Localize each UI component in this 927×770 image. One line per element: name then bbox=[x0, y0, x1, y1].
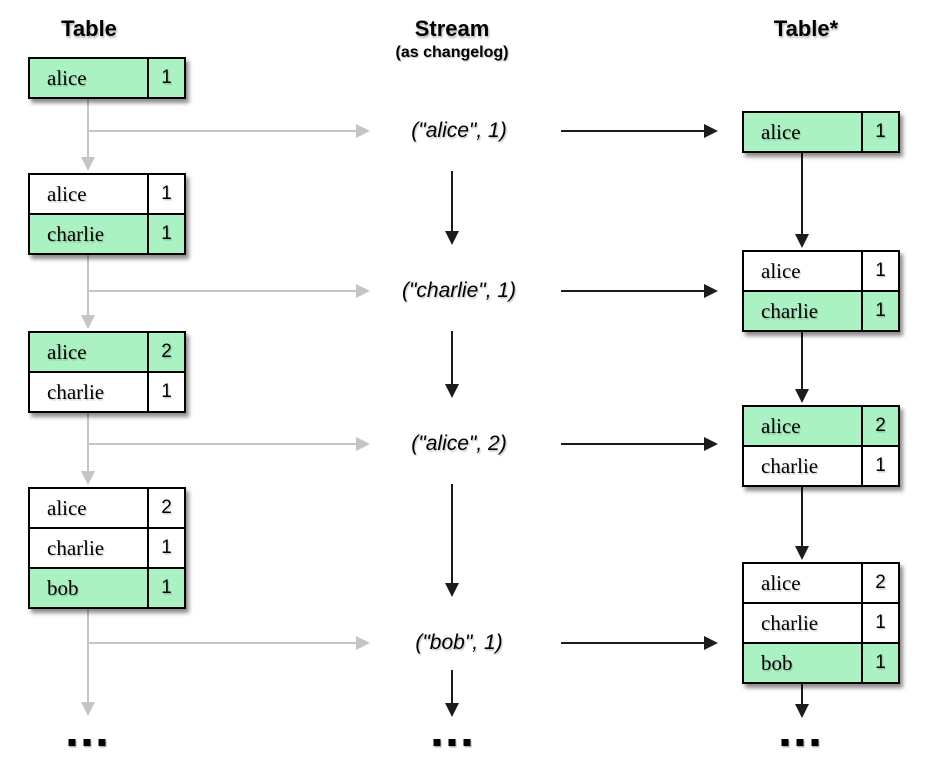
table-state-1: alice 1 bbox=[28, 57, 186, 99]
key-cell: bob bbox=[744, 644, 863, 682]
table-to-stream-arrow-head bbox=[356, 636, 370, 650]
table-to-stream-arrow-head bbox=[356, 437, 370, 451]
key-cell: charlie bbox=[744, 447, 863, 485]
table-row-highlighted: alice 1 bbox=[744, 113, 898, 151]
column-title-table: Table bbox=[61, 16, 117, 41]
table-state-4: alice 2 charlie 1 bob 1 bbox=[28, 487, 186, 609]
key-cell: charlie bbox=[744, 292, 863, 330]
ellipsis-dot bbox=[83, 739, 91, 746]
table-row-highlighted: alice 2 bbox=[744, 407, 898, 445]
table-row: alice 1 bbox=[744, 252, 898, 290]
column-title-table-star: Table* bbox=[773, 16, 839, 41]
stream-sequence-arrow-head bbox=[445, 384, 459, 398]
ellipsis-dot bbox=[98, 739, 106, 746]
ellipsis-dot bbox=[796, 739, 804, 746]
value-cell: 1 bbox=[161, 381, 172, 402]
value-cell: 1 bbox=[875, 612, 886, 633]
value-cell: 1 bbox=[875, 652, 886, 673]
value-cell: 2 bbox=[161, 341, 172, 362]
column-subtitle-changelog: (as changelog) bbox=[395, 44, 509, 61]
ellipsis-dot bbox=[463, 739, 471, 746]
table-star-state-1: alice 1 bbox=[742, 111, 900, 153]
key-cell: charlie bbox=[30, 529, 149, 567]
table-row: charlie 1 bbox=[744, 602, 898, 642]
ellipsis-table-star bbox=[781, 739, 819, 746]
stream-to-table-arrow-head bbox=[704, 284, 718, 298]
table-row: alice 2 bbox=[30, 489, 184, 527]
ellipsis-dot bbox=[781, 739, 789, 746]
column-title-stream: Stream bbox=[414, 16, 490, 41]
stream-to-table-arrow-head bbox=[704, 636, 718, 650]
table-row-highlighted: bob 1 bbox=[744, 642, 898, 682]
value-cell: 1 bbox=[161, 67, 172, 88]
table-evolution-arrow-head bbox=[81, 315, 95, 329]
value-cell: 1 bbox=[875, 300, 886, 321]
table-row-highlighted: bob 1 bbox=[30, 567, 184, 607]
table-row: alice 1 bbox=[30, 175, 184, 213]
value-cell: 1 bbox=[875, 121, 886, 142]
table-star-evolution-arrow-head bbox=[795, 234, 809, 248]
value-cell: 1 bbox=[161, 577, 172, 598]
key-cell: alice bbox=[30, 175, 149, 213]
ellipsis-dot bbox=[811, 739, 819, 746]
key-cell: alice bbox=[30, 59, 149, 97]
stream-event: ("alice", 2) bbox=[411, 432, 507, 455]
table-row-highlighted: alice 2 bbox=[30, 333, 184, 371]
stream-sequence-arrow-head bbox=[445, 703, 459, 717]
table-row: charlie 1 bbox=[30, 527, 184, 567]
key-cell: alice bbox=[744, 564, 863, 602]
stream-sequence-arrow-head bbox=[445, 583, 459, 597]
table-star-state-2: alice 1 charlie 1 bbox=[742, 250, 900, 332]
table-row: charlie 1 bbox=[744, 445, 898, 485]
stream-to-table-arrow-head bbox=[704, 437, 718, 451]
ellipsis-table bbox=[68, 739, 106, 746]
table-star-evolution-arrow-head bbox=[795, 389, 809, 403]
table-state-3: alice 2 charlie 1 bbox=[28, 331, 186, 413]
value-cell: 1 bbox=[161, 223, 172, 244]
key-cell: alice bbox=[744, 113, 863, 151]
table-row: charlie 1 bbox=[30, 371, 184, 411]
key-cell: charlie bbox=[744, 604, 863, 642]
ellipsis-stream bbox=[433, 739, 471, 746]
stream-event: ("alice", 1) bbox=[411, 119, 507, 142]
table-star-state-4: alice 2 charlie 1 bob 1 bbox=[742, 562, 900, 684]
table-to-stream-arrow-head bbox=[356, 124, 370, 138]
key-cell: bob bbox=[30, 569, 149, 607]
value-cell: 1 bbox=[161, 537, 172, 558]
key-cell: charlie bbox=[30, 373, 149, 411]
key-cell: alice bbox=[744, 252, 863, 290]
value-cell: 2 bbox=[161, 497, 172, 518]
ellipsis-dot bbox=[448, 739, 456, 746]
ellipsis-dot bbox=[433, 739, 441, 746]
table-star-state-3: alice 2 charlie 1 bbox=[742, 405, 900, 487]
table-star-evolution-arrow-head bbox=[795, 546, 809, 560]
key-cell: alice bbox=[30, 489, 149, 527]
table-row: alice 2 bbox=[744, 564, 898, 602]
table-evolution-arrow-head bbox=[81, 702, 95, 716]
value-cell: 1 bbox=[161, 183, 172, 204]
value-cell: 1 bbox=[875, 455, 886, 476]
value-cell: 2 bbox=[875, 572, 886, 593]
ellipsis-dot bbox=[68, 739, 76, 746]
table-row-highlighted: charlie 1 bbox=[30, 213, 184, 253]
stream-sequence-arrow-head bbox=[445, 231, 459, 245]
table-row-highlighted: charlie 1 bbox=[744, 290, 898, 330]
table-state-2: alice 1 charlie 1 bbox=[28, 173, 186, 255]
key-cell: alice bbox=[30, 333, 149, 371]
stream-to-table-arrow-head bbox=[704, 124, 718, 138]
table-to-stream-arrow-head bbox=[356, 284, 370, 298]
table-row-highlighted: alice 1 bbox=[30, 59, 184, 97]
value-cell: 1 bbox=[875, 260, 886, 281]
stream-event: ("bob", 1) bbox=[415, 631, 503, 654]
key-cell: charlie bbox=[30, 215, 149, 253]
value-cell: 2 bbox=[875, 415, 886, 436]
stream-event: ("charlie", 1) bbox=[401, 279, 517, 302]
key-cell: alice bbox=[744, 407, 863, 445]
table-evolution-arrow-head bbox=[81, 157, 95, 171]
table-evolution-arrow-head bbox=[81, 471, 95, 485]
table-star-evolution-arrow-head bbox=[795, 704, 809, 718]
